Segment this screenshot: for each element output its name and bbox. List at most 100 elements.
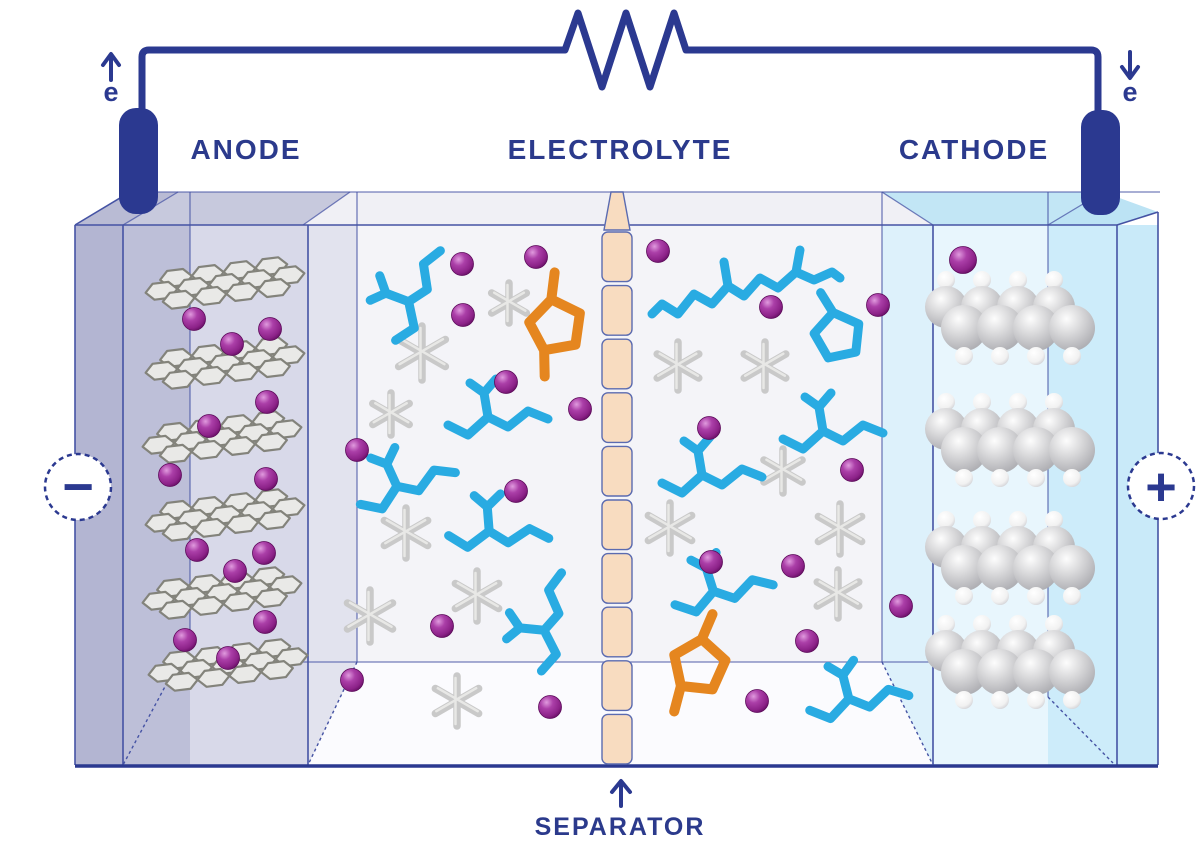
electron-flow-down-arrow-icon [1120,50,1140,80]
lithium-ion [345,438,369,462]
lithium-ion [866,293,890,317]
oxygen-atom [1009,511,1027,529]
case-edge-line [1116,211,1159,226]
lithium-ion [949,246,977,274]
metal-atom [1049,545,1095,591]
anion-molecule [487,279,531,327]
separator-segment [601,338,633,390]
lithium-ion [254,467,278,491]
anion-molecule [813,566,863,622]
oxygen-atom [1045,511,1063,529]
metal-atom [977,427,1023,473]
metal-atom [1049,649,1095,695]
oxygen-atom [1027,691,1045,709]
oxygen-atom [1009,615,1027,633]
anion-molecule [369,389,413,439]
case-edge-line [881,191,934,226]
oxygen-atom [973,271,991,289]
solvent-molecule [670,548,778,617]
separator-segment [601,392,633,444]
metal-atom [1049,427,1095,473]
lithium-ion [223,559,247,583]
separator-segment [601,606,633,658]
solvent-molecule [502,568,567,676]
negative-terminal-circle [43,452,113,522]
metal-atom [941,427,987,473]
oxygen-atom [991,691,1009,709]
oxygen-atom [1009,393,1027,411]
cathode-terminal [1081,110,1120,215]
separator-segment [601,445,633,497]
metal-atom [941,649,987,695]
anion-molecule [814,500,866,558]
lithium-ion [340,668,364,692]
cathode-oxide-layer [925,271,1095,365]
lithium-ion [699,550,723,574]
anion-molecule [451,567,503,625]
anion-molecule [740,338,790,394]
oxygen-atom [1063,587,1081,605]
oxygen-atom [937,511,955,529]
graphite-sheet [147,638,309,692]
separator-cap [603,191,631,231]
separator-pointer-arrow-icon [610,779,632,808]
metal-atom [941,305,987,351]
case-floor [308,662,933,765]
cathode-lithium-layer [949,246,977,274]
cathode-oxide-layer [925,393,1095,487]
oxygen-atom [937,615,955,633]
oxygen-atom [1045,615,1063,633]
oxygen-atom [1063,347,1081,365]
lithium-ion [430,614,454,638]
anion-molecule [394,322,450,384]
oxygen-atom [955,587,973,605]
lithium-ion [258,317,282,341]
anion-molecule [653,338,703,394]
separator-segment [601,499,633,551]
circuit-wire-with-resistor [138,9,1102,116]
oxygen-atom [973,393,991,411]
electron-label-right: e [1122,77,1137,107]
plus-icon: + [1145,457,1177,517]
lithium-ion [185,538,209,562]
solvent-molecule [805,655,914,724]
anode-terminal [119,108,158,214]
minus-icon: − [62,457,94,517]
electrolyte-label: ELECTROLYTE [508,134,733,165]
cyclic-solvent-molecule [809,288,864,363]
lithium-ion [255,390,279,414]
anion-molecule [760,445,806,497]
lithium-ion [781,554,805,578]
separator-label: SEPARATOR [535,813,706,841]
oxygen-atom [1027,587,1045,605]
oxygen-atom [973,511,991,529]
lithium-ion [182,307,206,331]
separator-segment [601,552,633,604]
oxygen-atom [973,615,991,633]
graphite-sheet [144,256,306,310]
oxygen-atom [955,347,973,365]
oxygen-atom [1045,393,1063,411]
anion-molecule [343,586,397,646]
graphite-sheet [141,566,303,620]
oxygen-atom [1045,271,1063,289]
lithium-ion [889,594,913,618]
case-edge-line [302,191,351,226]
anion-molecule [644,499,696,557]
metal-atom [1049,305,1095,351]
additive-molecule [669,609,731,717]
metal-atom [977,649,1023,695]
lithium-ion [253,610,277,634]
electron-label-left: e [103,77,118,107]
metal-atom [1013,545,1059,591]
oxygen-atom [1027,347,1045,365]
lithium-ion [494,370,518,394]
oxygen-atom [955,469,973,487]
oxygen-atom [991,469,1009,487]
lithium-ion [524,245,548,269]
metal-atom [941,545,987,591]
oxygen-atom [1027,469,1045,487]
solvent-molecule [657,432,767,498]
